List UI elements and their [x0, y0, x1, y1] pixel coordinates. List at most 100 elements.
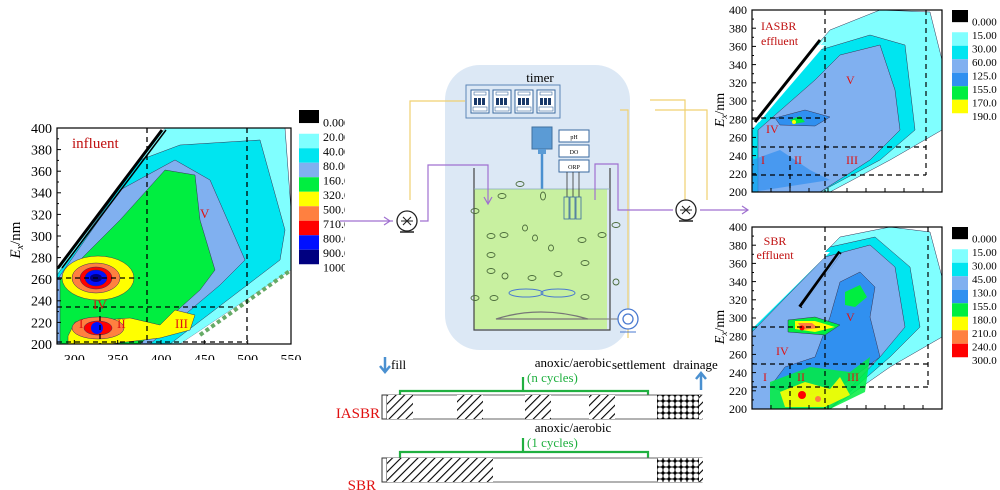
fill-label: fill: [391, 357, 407, 372]
influent-y-axis-label: Ex/nm: [8, 221, 26, 259]
legend-swatch: [952, 316, 968, 331]
region-label-iii: III: [175, 316, 188, 331]
legend-swatch: [952, 303, 968, 317]
operation-schedule: fill anoxic/aerobic (n cycles) settlemen…: [336, 355, 718, 490]
y-tick-label: 380: [31, 144, 52, 159]
y-tick-label: 260: [729, 131, 747, 145]
y-tick-label: 220: [729, 384, 747, 398]
reactor-diagram: timer pH DO ORP: [340, 65, 750, 350]
reactor-tank: [473, 168, 611, 331]
region-label-ii: II: [117, 316, 126, 331]
legend-swatch: [952, 72, 968, 87]
fill-arrow-icon: [379, 357, 391, 374]
legend-value: 180.0: [972, 314, 997, 326]
legend-value: 15.00: [972, 247, 997, 259]
sbr-region-ii: II: [797, 370, 805, 384]
granule: [580, 294, 590, 300]
granule: [501, 272, 509, 280]
legend-value: 130.0: [972, 287, 997, 299]
iasbr-title-line1: IASBR: [761, 19, 796, 33]
sbr-label: SBR: [348, 478, 376, 490]
y-tick-label: 360: [729, 40, 747, 54]
impeller-left: [508, 288, 544, 298]
legend-value: 80.00: [323, 159, 345, 173]
iasbr-label: IASBR: [336, 406, 380, 422]
granule: [548, 244, 554, 252]
y-tick-label: 400: [729, 220, 747, 234]
granule: [597, 232, 607, 238]
y-tick-label: 200: [729, 402, 747, 416]
y-tick-label: 300: [729, 311, 747, 325]
timer-unit: [536, 89, 556, 114]
sensor-orp: ORP: [568, 165, 580, 171]
granule: [486, 233, 496, 239]
y-tick-label: 300: [729, 94, 747, 108]
granule: [532, 234, 538, 242]
influent-contours: [57, 128, 291, 344]
legend-value: 900.0: [323, 246, 345, 260]
timer-unit-box: [465, 84, 561, 119]
y-tick-label: 240: [729, 366, 747, 380]
iasbr-region-ii: II: [794, 153, 802, 167]
y-tick-label: 340: [31, 187, 52, 202]
sbr-timeline-bar: [381, 457, 703, 483]
influent-legend: 0.00020.0040.0080.00160.0320.0500.0710.0…: [299, 110, 345, 275]
air-diffuser: [495, 311, 589, 320]
granule: [497, 193, 507, 199]
legend-value: 45.00: [972, 274, 997, 286]
sensor-boxes: pH DO ORP: [558, 129, 590, 173]
biomass-granules: [470, 181, 621, 301]
iasbr-region-v: V: [846, 73, 855, 87]
x-tick-label: 300: [64, 353, 85, 360]
timer-unit: [470, 89, 490, 114]
iasbr-region-iv: IV: [766, 122, 779, 136]
y-tick-label: 320: [31, 208, 52, 223]
impeller-right: [540, 288, 576, 298]
legend-swatch: [952, 330, 968, 344]
legend-value: 500.0: [323, 203, 345, 217]
iasbr-contours: [752, 10, 942, 192]
x-tick-label: 450: [194, 353, 215, 360]
air-pump-icon: [617, 308, 639, 333]
legend-swatch: [299, 235, 319, 250]
region-label-iv: IV: [93, 297, 107, 312]
legend-swatch: [952, 276, 968, 290]
sensor-do: DO: [570, 150, 579, 156]
legend-swatch: [952, 227, 968, 240]
legend-swatch: [299, 133, 319, 149]
legend-swatch: [299, 220, 319, 236]
iasbr-cycles-label: (n cycles): [527, 370, 578, 385]
granule: [540, 191, 546, 201]
legend-swatch: [299, 191, 319, 207]
sbr-region-i: I: [763, 370, 767, 384]
timer-unit: [492, 89, 512, 114]
influent-x-ticks: 300350400450500550: [64, 340, 302, 360]
outlet-pump-icon: [675, 199, 697, 222]
legend-value: 30.00: [972, 260, 997, 272]
y-tick-label: 360: [729, 257, 747, 271]
granule: [515, 181, 525, 187]
iasbr-region-iii: III: [846, 153, 858, 167]
legend-value: 40.00: [323, 145, 345, 159]
timer-unit: [514, 89, 534, 114]
sbr-cycle-bracket: [398, 450, 650, 458]
sbr-contours: [752, 227, 942, 409]
granule: [470, 295, 480, 301]
y-tick-label: 200: [729, 185, 747, 199]
sbr-cycles-label: (1 cycles): [527, 435, 578, 450]
iasbr-timeline-bar: [381, 394, 703, 420]
iasbr-region-i: I: [761, 153, 765, 167]
legend-swatch: [299, 162, 319, 178]
y-tick-label: 220: [31, 316, 52, 331]
legend-swatch: [299, 110, 319, 124]
granule: [522, 224, 528, 232]
y-tick-label: 400: [729, 3, 747, 17]
legend-swatch: [952, 343, 968, 358]
timer-label: timer: [526, 70, 554, 85]
sbr-title-line1: SBR: [764, 234, 787, 248]
legend-swatch: [952, 45, 968, 60]
legend-swatch: [299, 249, 319, 265]
legend-value: 0.000: [972, 16, 997, 28]
sensor-ph: pH: [570, 135, 578, 141]
